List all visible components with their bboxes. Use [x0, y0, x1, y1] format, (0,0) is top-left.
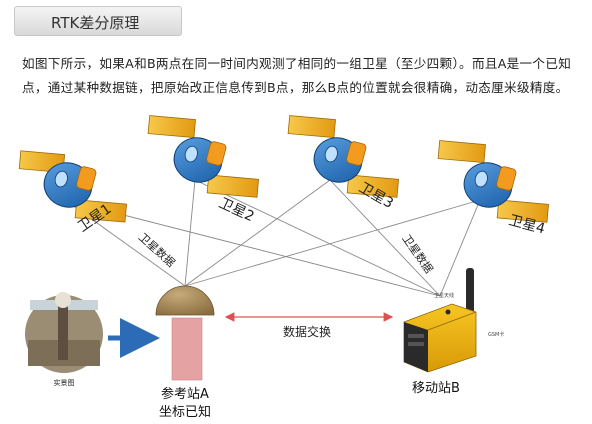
section-header-tab: RTK差分原理 [14, 6, 182, 36]
sat-data-label-right: 卫星数据 [400, 232, 437, 276]
sat-data-label-left: 卫星数据 [136, 230, 178, 270]
reference-station-name: 参考站A [161, 386, 209, 402]
section-title: RTK差分原理 [51, 14, 140, 32]
signal-lines [64, 179, 481, 297]
mobile-station-b [403, 268, 477, 373]
data-exchange-label: 数据交换 [283, 324, 331, 339]
satellite-1 [18, 150, 127, 223]
reference-station-note: 坐标已知 [159, 404, 211, 420]
reference-station-a [155, 285, 215, 381]
description-text: 如图下所示，如果A和B两点在同一时间内观测了相同的一组卫星（至少四颗）。而且A是… [22, 56, 572, 95]
satellite-4 [437, 140, 549, 223]
satellite-2 [147, 115, 259, 198]
photo-caption: 实景图 [54, 378, 75, 387]
gsm-tag: GSM卡 [488, 331, 504, 338]
mobile-station-name: 移动站B [412, 381, 460, 396]
satellite-3 [287, 115, 399, 198]
antenna-tag: 卫星天线 [434, 292, 454, 299]
reference-photo: 实景图 [23, 292, 105, 387]
